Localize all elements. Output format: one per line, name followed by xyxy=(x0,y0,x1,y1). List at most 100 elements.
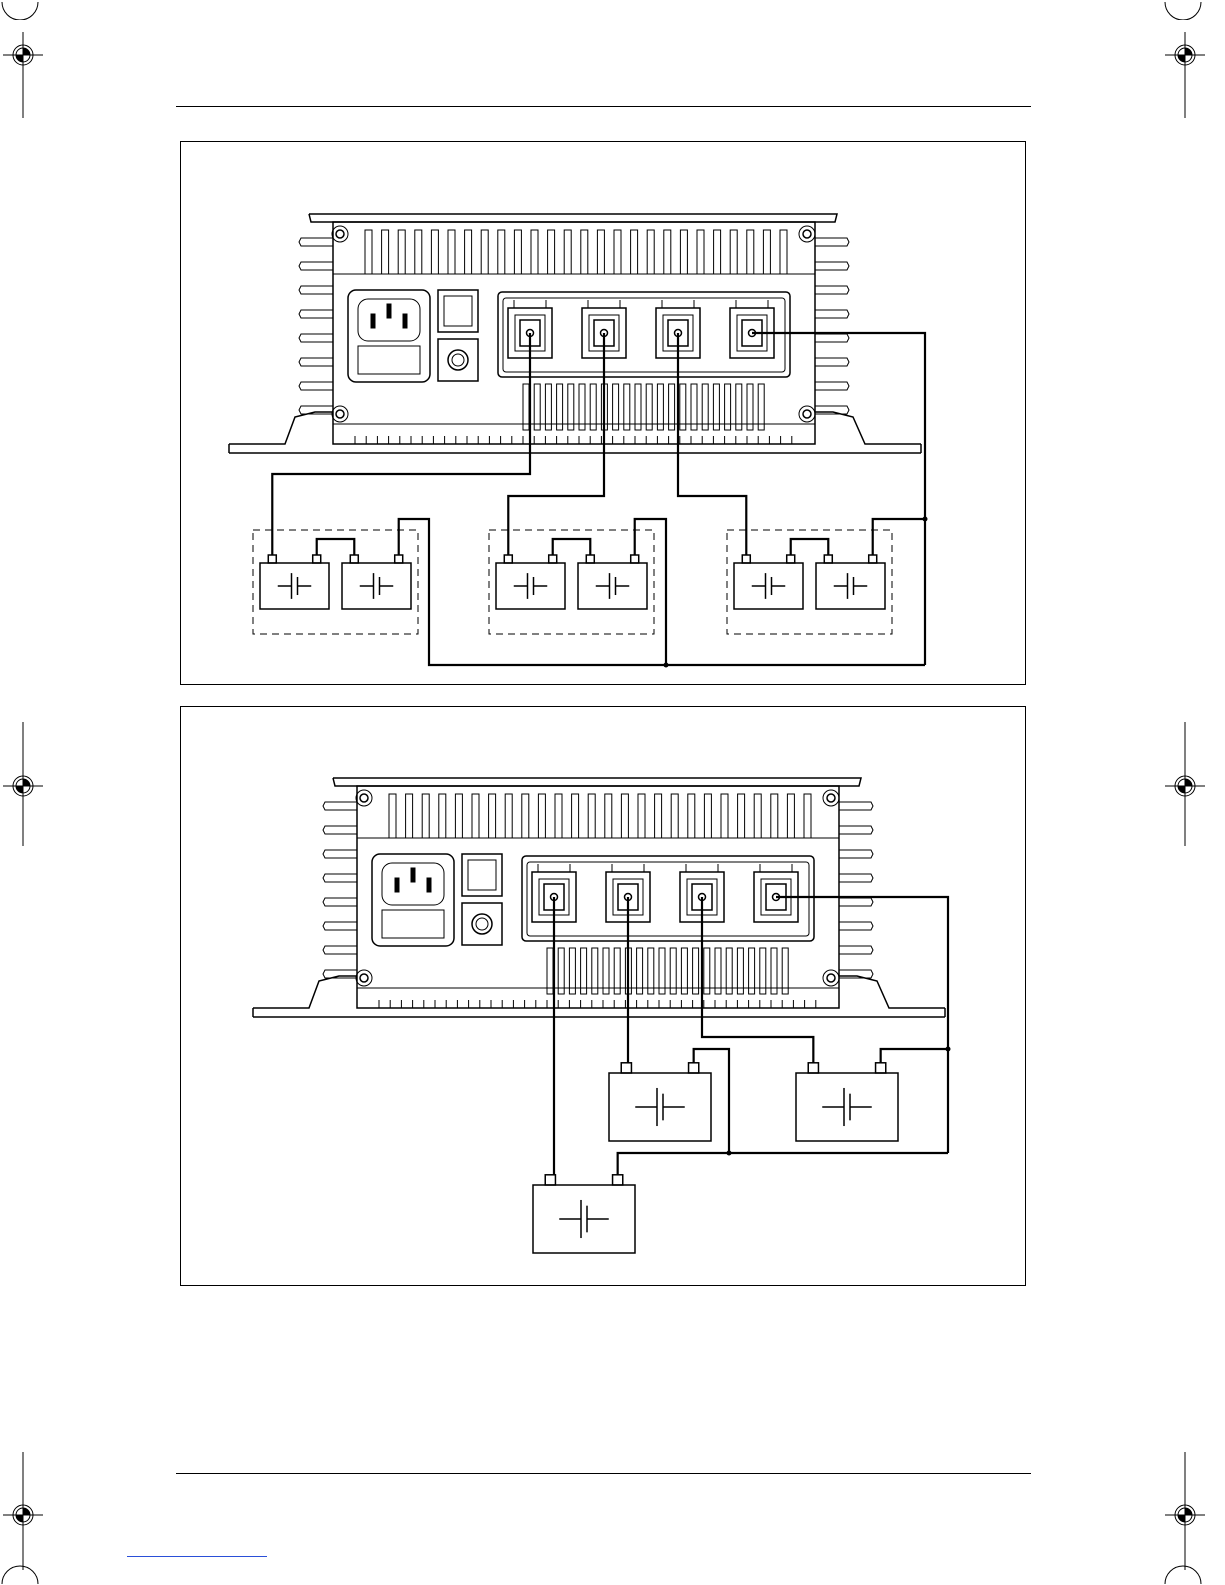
vent-slot xyxy=(579,384,585,430)
round-jack-inner xyxy=(476,918,488,930)
round-jack-icon xyxy=(438,339,478,381)
charger-top-lip xyxy=(309,214,837,222)
mount-screw xyxy=(799,406,815,422)
vent-slot xyxy=(681,948,687,994)
battery-terminal-pos xyxy=(549,555,557,563)
battery-terminal-pos xyxy=(787,555,795,563)
crop-corner-bottom-left xyxy=(0,1560,60,1585)
vent-slot xyxy=(659,948,665,994)
power-inlet-pin xyxy=(427,878,431,892)
registration-mark-icon xyxy=(1160,30,1210,120)
heatsink-fin xyxy=(647,230,654,274)
vent-slot xyxy=(534,384,540,430)
series-link-wire xyxy=(317,539,355,555)
output-terminal-frame xyxy=(498,292,790,377)
heatsink-fin xyxy=(448,230,455,274)
heatsink-fin xyxy=(581,230,588,274)
heatsink-fin xyxy=(406,794,413,838)
heatsink-fin xyxy=(754,794,761,838)
vent-slot xyxy=(760,948,766,994)
heatsink-fin xyxy=(597,230,604,274)
side-fin-left xyxy=(299,382,333,390)
series-link-wire xyxy=(553,539,591,555)
mount-screw xyxy=(823,970,839,986)
vent-slot xyxy=(747,384,753,430)
battery-icon xyxy=(816,555,885,609)
heatsink-fin xyxy=(514,230,521,274)
mount-screw-core xyxy=(803,410,811,418)
vent-slot xyxy=(737,948,743,994)
vent-slot xyxy=(669,384,675,430)
vent-slot xyxy=(657,384,663,430)
vent-slot xyxy=(545,384,551,430)
heatsink-fin xyxy=(365,230,372,274)
battery-terminal-pos xyxy=(613,1175,623,1185)
heatsink-fin xyxy=(763,230,770,274)
power-inlet-pin xyxy=(371,314,375,328)
heatsink-fin xyxy=(588,794,595,838)
side-fin-left xyxy=(299,406,333,414)
heatsink-fin xyxy=(498,230,505,274)
vent-slot xyxy=(558,948,564,994)
positive-bus-wire xyxy=(618,1153,729,1175)
vent-slot xyxy=(637,948,643,994)
wiring-figure-parallel xyxy=(180,706,1026,1286)
mount-screw xyxy=(356,790,372,806)
output-terminal-icon xyxy=(754,864,798,922)
side-fin-left xyxy=(299,286,333,294)
wiring-diagram-2 xyxy=(181,707,1027,1287)
positive-bus-wire xyxy=(635,519,666,665)
heatsink-fin xyxy=(671,794,678,838)
battery-icon xyxy=(260,555,329,609)
heatsink-fin xyxy=(780,230,787,274)
vent-slot xyxy=(670,948,676,994)
battery-pair-frame xyxy=(489,530,654,634)
side-fin-right xyxy=(815,262,849,270)
battery-terminal-pos xyxy=(631,555,639,563)
heatsink-fin xyxy=(631,230,638,274)
heatsink-fin xyxy=(422,794,429,838)
mount-screw-core xyxy=(827,794,835,802)
heatsink-fin xyxy=(481,230,488,274)
side-fin-left xyxy=(299,310,333,318)
heatsink-fin xyxy=(439,794,446,838)
positive-bus-wire xyxy=(752,333,925,665)
positive-bus-wire xyxy=(873,519,925,555)
vent-slot xyxy=(693,948,699,994)
vent-slot xyxy=(646,384,652,430)
vent-slot xyxy=(704,948,710,994)
battery-icon xyxy=(796,1063,898,1141)
mount-screw xyxy=(823,790,839,806)
vent-slot xyxy=(758,384,764,430)
heatsink-fin xyxy=(680,230,687,274)
battery-terminal-pos xyxy=(869,555,877,563)
battery-icon xyxy=(342,555,411,609)
vent-slot xyxy=(557,384,563,430)
round-jack-outer xyxy=(448,350,468,370)
side-fin-right xyxy=(815,286,849,294)
mount-screw-core xyxy=(803,230,811,238)
footer-rule xyxy=(176,1473,1031,1474)
positive-bus-wire xyxy=(399,519,925,665)
vent-slot xyxy=(680,384,686,430)
battery-icon xyxy=(734,555,803,609)
battery-terminal-neg xyxy=(621,1063,631,1073)
heatsink-fin xyxy=(614,230,621,274)
base-flange-right xyxy=(839,976,945,1008)
battery-icon xyxy=(496,555,565,609)
vent-slot xyxy=(691,384,697,430)
mount-screw xyxy=(799,226,815,242)
heatsink-fin xyxy=(697,230,704,274)
side-fin-left xyxy=(323,826,357,834)
output-terminal-icon xyxy=(730,300,774,358)
heatsink-fin xyxy=(572,794,579,838)
heatsink-fin xyxy=(415,230,422,274)
heatsink-fin xyxy=(704,794,711,838)
battery-terminal-pos xyxy=(876,1063,886,1073)
battery-terminal-neg xyxy=(545,1175,555,1185)
power-inlet-pin xyxy=(411,868,415,882)
positive-bus-wire xyxy=(881,1049,948,1063)
side-fin-right xyxy=(839,970,873,978)
crop-corner-top-right xyxy=(1150,0,1225,20)
side-fin-right xyxy=(815,238,849,246)
